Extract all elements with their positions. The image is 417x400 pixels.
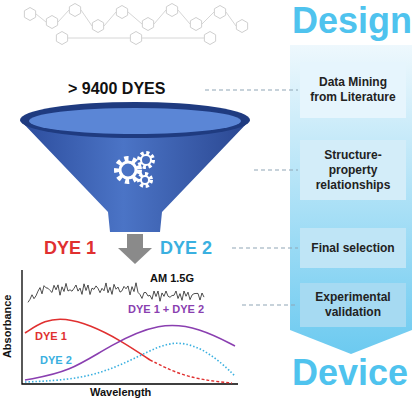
- molecule-ring: [69, 4, 80, 17]
- curve-label: DYE 2: [40, 354, 72, 367]
- molecule-ring: [130, 32, 141, 45]
- dye1-tail: [150, 360, 232, 383]
- axis-label: Absorbance: [1, 295, 14, 359]
- molecule-bond: [104, 12, 116, 26]
- molecule-ring: [214, 6, 225, 19]
- dye-name: DYE 2: [160, 238, 212, 259]
- combined-curve: [25, 326, 235, 380]
- curve-label: DYE 1 + DYE 2: [128, 303, 204, 316]
- molecule-bond: [81, 10, 92, 26]
- molecule-bond: [68, 38, 130, 39]
- molecule-ring: [92, 20, 103, 33]
- funnel-mouth: [29, 108, 241, 134]
- molecule-ring: [56, 32, 67, 45]
- molecule-bond: [128, 12, 142, 24]
- molecule-bond: [226, 12, 236, 26]
- dye1-curve: [25, 319, 150, 360]
- step-label: Experimental validation: [306, 290, 400, 320]
- curve-label: DYE 1: [35, 330, 67, 343]
- dye-name: DYE 1: [44, 238, 96, 259]
- molecule-ring: [24, 8, 35, 21]
- gear-icon: [117, 153, 153, 186]
- molecule-bond: [154, 10, 166, 24]
- dye2-curve: [25, 343, 235, 382]
- step-box: Data Mining from Literature: [300, 62, 406, 118]
- process-arrow: [290, 45, 412, 354]
- molecule-structures: [24, 4, 247, 45]
- spectrum-label: AM 1.5G: [150, 272, 194, 285]
- title-word: Device: [292, 352, 408, 393]
- down-arrow: [118, 234, 152, 264]
- solar-spectrum: [28, 283, 204, 303]
- molecule-ring: [204, 32, 215, 45]
- molecule-ring: [166, 4, 177, 17]
- title-word: Design: [292, 0, 412, 41]
- step-box: Structure-property relationships: [300, 140, 406, 200]
- step-label: Data Mining from Literature: [306, 75, 400, 105]
- spectrum-curves: [25, 283, 235, 383]
- step-box: Experimental validation: [300, 283, 406, 327]
- molecule-bond: [36, 14, 46, 22]
- molecule-ring: [116, 6, 127, 19]
- step-box: Final selection: [300, 228, 406, 268]
- molecule-ring: [190, 18, 201, 31]
- chart-axes: [22, 270, 238, 384]
- funnel-rim: [20, 102, 250, 138]
- molecule-ring: [142, 18, 153, 31]
- molecule-bond: [202, 12, 214, 24]
- molecule-bond: [178, 10, 190, 24]
- step-label: Final selection: [311, 241, 394, 256]
- molecule-ring: [236, 20, 247, 33]
- molecule-bond: [142, 38, 204, 39]
- dataset-count: > 9400 DYES: [68, 80, 165, 98]
- axis-label: Wavelength: [90, 386, 151, 399]
- molecule-ring: [46, 16, 57, 29]
- step-label: Structure-property relationships: [306, 148, 400, 193]
- leader-lines: [205, 90, 298, 305]
- molecule-bond: [58, 10, 69, 22]
